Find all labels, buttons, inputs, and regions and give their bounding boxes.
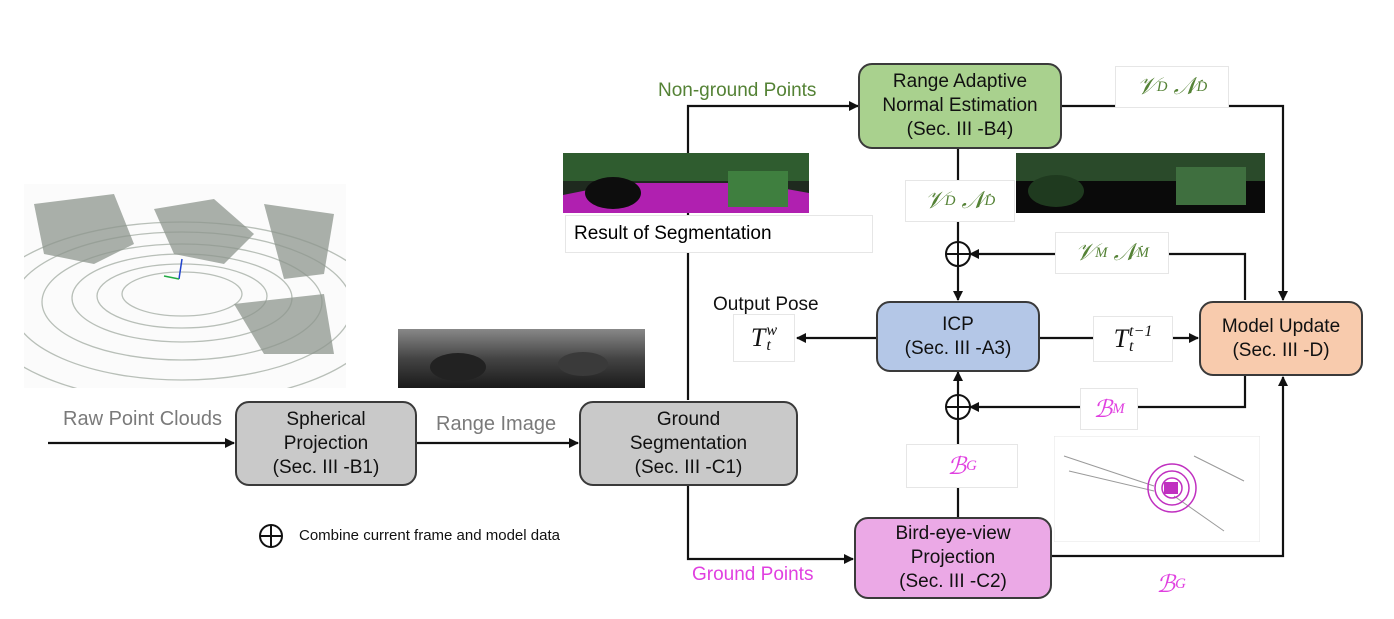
spherical-projection-box: Spherical Projection (Sec. III -B1) [235, 401, 417, 486]
bev-image [1054, 436, 1260, 542]
combine-icon-legend [259, 524, 283, 548]
ground-points-label: Ground Points [692, 564, 814, 585]
arrow-nonground-to-range-adaptive [686, 101, 859, 400]
arrow-bev-to-modelupdate [1052, 376, 1288, 558]
combine-icon-bottom [945, 394, 971, 420]
arrow-model-to-combine-bottom [969, 376, 1247, 412]
output-pose-label: Output Pose [713, 294, 819, 315]
arrow-ground-to-bev [686, 486, 854, 564]
bev-projection-box: Bird-eye-view Projection (Sec. III -C2) [854, 517, 1052, 599]
range-adaptive-normal-box: Range Adaptive Normal Estimation (Sec. I… [858, 63, 1062, 149]
model-update-box: Model Update (Sec. III -D) [1199, 301, 1363, 376]
segmentation-caption: Result of Segmentation [565, 215, 873, 253]
legend-text: Combine current frame and model data [299, 527, 560, 544]
raw-point-cloud-image [24, 184, 346, 388]
icp-box: ICP (Sec. III -A3) [876, 301, 1040, 372]
range-image-label: Range Image [436, 413, 557, 435]
raw-point-clouds-label: Raw Point Clouds [63, 408, 222, 430]
ground-segmentation-box: Ground Segmentation (Sec. III -C1) [579, 401, 798, 486]
range-image [398, 329, 645, 388]
non-ground-points-label: Non-ground Points [658, 80, 817, 101]
normal-result-image [1016, 153, 1265, 213]
combine-icon-top [945, 241, 971, 267]
segmentation-result-image [563, 153, 809, 213]
